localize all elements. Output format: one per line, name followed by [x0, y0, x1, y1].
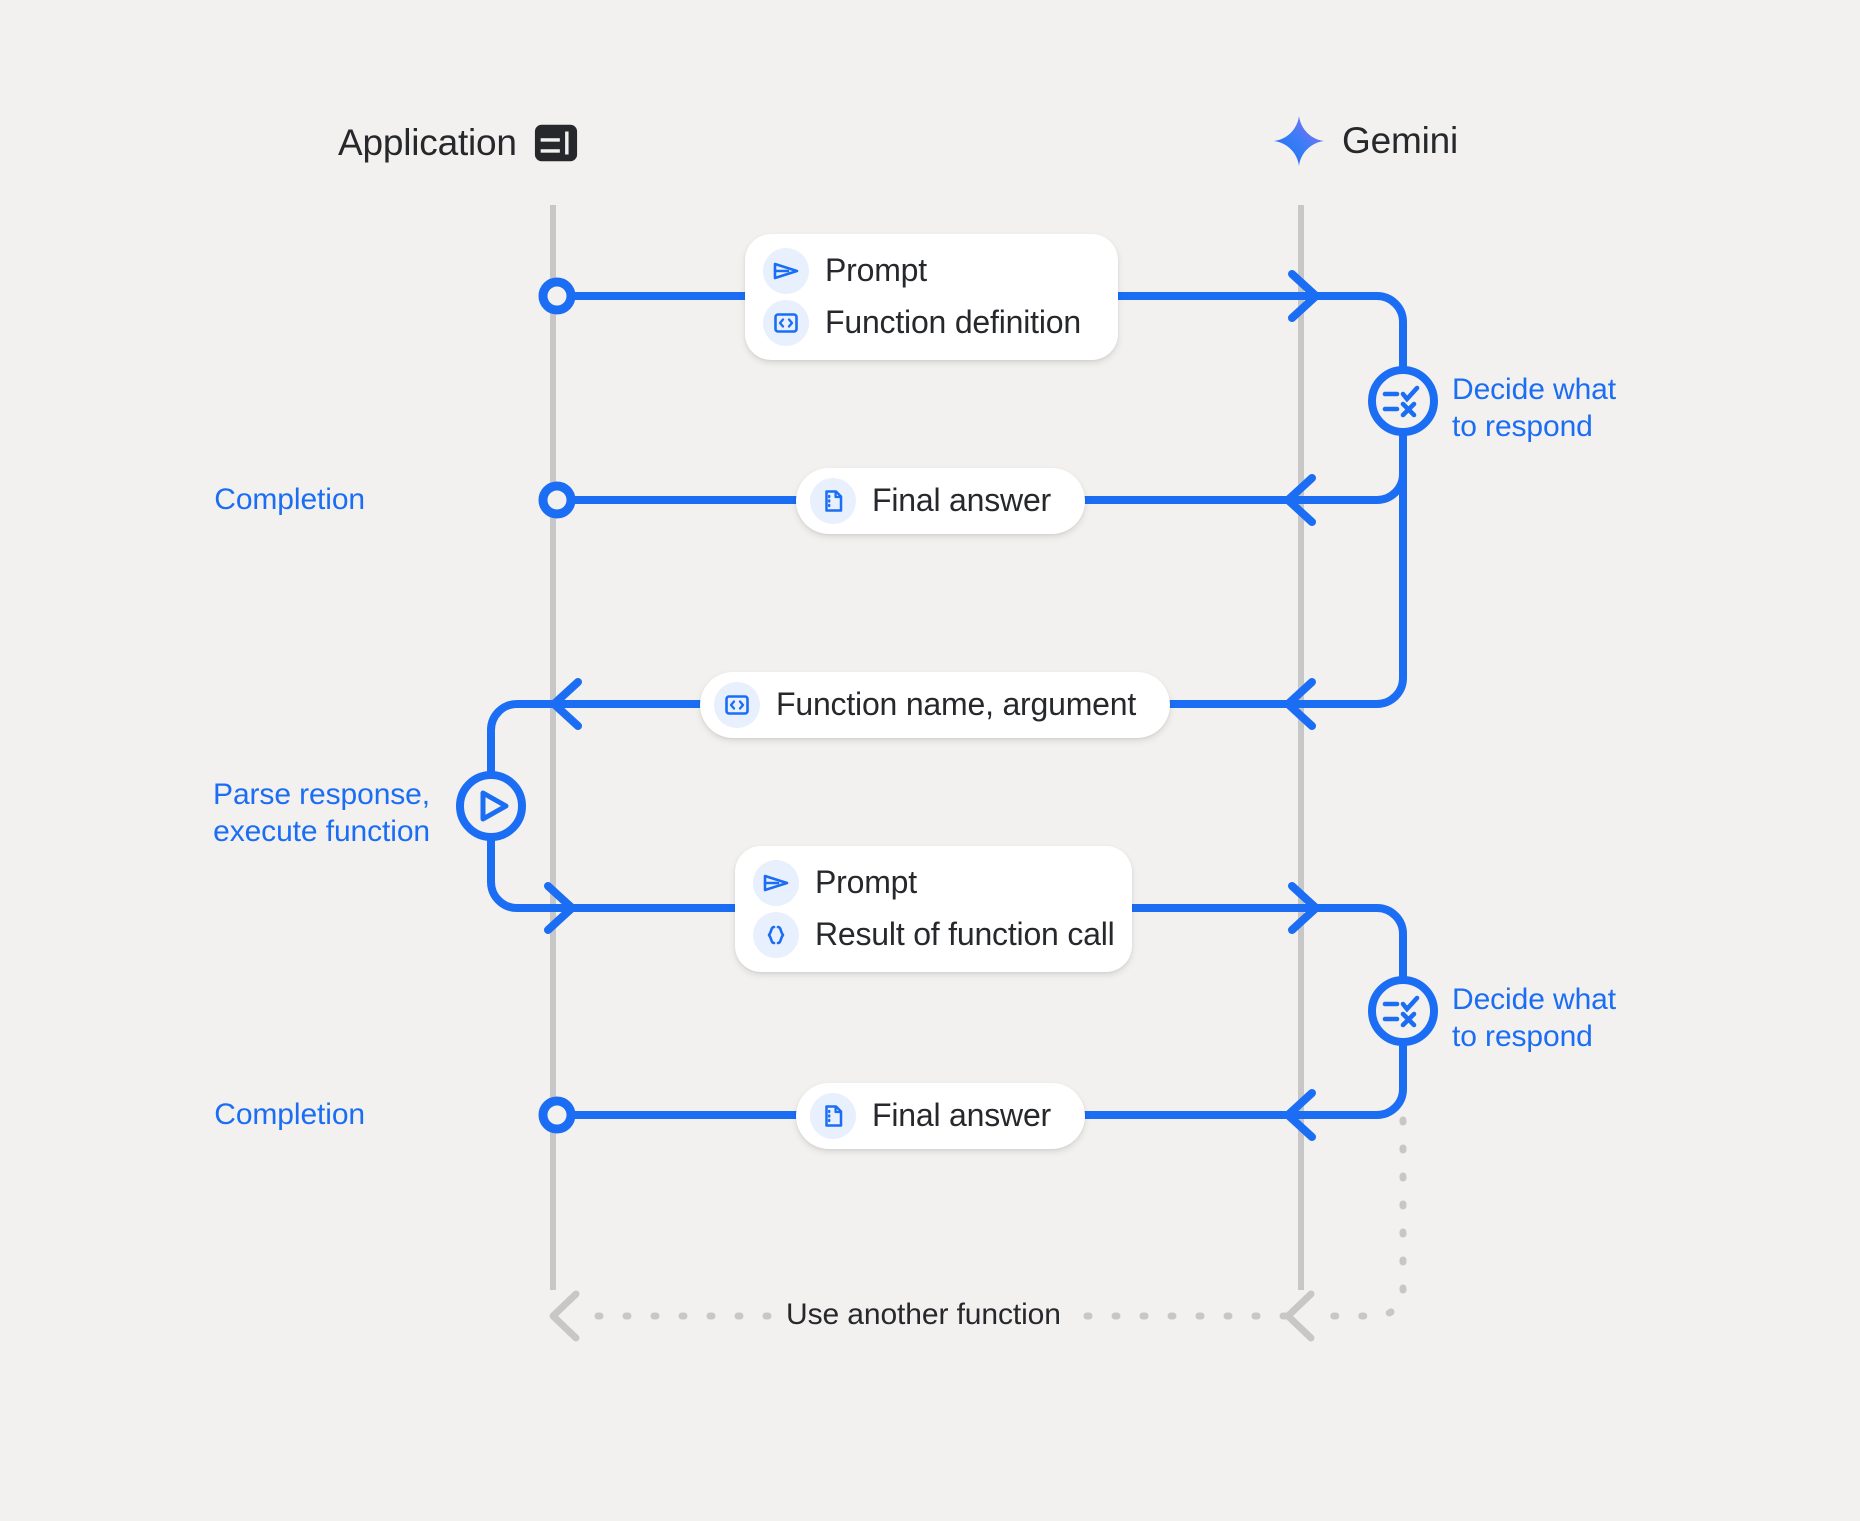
bubble-row-label: Final answer [872, 482, 1052, 519]
code-brackets-icon [763, 300, 809, 346]
label-decide-1: Decide what to respond [1452, 373, 1616, 443]
bubble-row-label: Function definition [825, 304, 1081, 341]
bubble-row: Final answer [810, 478, 1051, 524]
label-completion-1: Completion [214, 483, 365, 516]
document-icon [810, 478, 856, 524]
message-bubble-function-call[interactable]: Function name, argument [700, 672, 1171, 738]
bubble-row-label: Prompt [815, 864, 917, 901]
label-use-another-function: Use another function [772, 1298, 1075, 1332]
code-brackets-icon [714, 682, 760, 728]
bubble-row: Prompt [763, 248, 1088, 294]
document-icon [810, 1093, 856, 1139]
actor-header-application: Application [338, 120, 579, 166]
loop-use-another-function [581, 1116, 1407, 1320]
bubble-row-label: Final answer [872, 1097, 1052, 1134]
label-completion-2: Completion [214, 1098, 365, 1131]
arrowhead-to-application-3 [1284, 1089, 1316, 1141]
message-bubble-final-answer-2[interactable]: Final answer [796, 1083, 1086, 1149]
bubble-row: Function name, argument [714, 682, 1136, 728]
arrowhead-into-application-funcall [550, 678, 582, 730]
arrowhead-into-gemini-1 [1288, 270, 1320, 322]
curly-braces-icon [753, 912, 799, 958]
bubble-row: Prompt [753, 860, 1102, 906]
bubble-row: Final answer [810, 1093, 1051, 1139]
gemini-sparkle-icon [1272, 114, 1326, 168]
arrowhead-to-application-1 [1284, 474, 1316, 526]
label-parse-execute: Parse response, execute function [213, 778, 430, 848]
arrowhead-to-application-2 [1284, 678, 1316, 730]
node-decide-2 [1368, 976, 1438, 1046]
bubble-row-label: Function name, argument [776, 686, 1137, 723]
node-decide-1 [1368, 366, 1438, 436]
actor-label-gemini: Gemini [1342, 120, 1458, 161]
send-prompt-icon [763, 248, 809, 294]
arrowhead-into-gemini-2 [1288, 882, 1320, 934]
bubble-row: Result of function call [753, 912, 1115, 958]
message-bubble-request-1[interactable]: Prompt Function definition [745, 234, 1118, 360]
bubble-row-label: Prompt [825, 252, 927, 289]
arrowhead-out-of-application-2 [544, 882, 576, 934]
completion-dot-2 [538, 1096, 576, 1134]
message-bubble-final-answer-1[interactable]: Final answer [796, 468, 1086, 534]
start-dot-request-1 [538, 277, 576, 315]
send-prompt-icon [753, 860, 799, 906]
label-decide-2: Decide what to respond [1452, 983, 1616, 1053]
actor-label-application: Application [338, 122, 517, 163]
actor-header-gemini: Gemini [1272, 114, 1458, 168]
bubble-row: Function definition [763, 300, 1088, 346]
message-bubble-request-2[interactable]: Prompt Result of function call [735, 846, 1132, 972]
app-window-icon [533, 120, 579, 166]
bubble-row-label: Result of function call [815, 916, 1115, 953]
node-execute-function [456, 771, 526, 841]
completion-dot-1 [538, 481, 576, 519]
